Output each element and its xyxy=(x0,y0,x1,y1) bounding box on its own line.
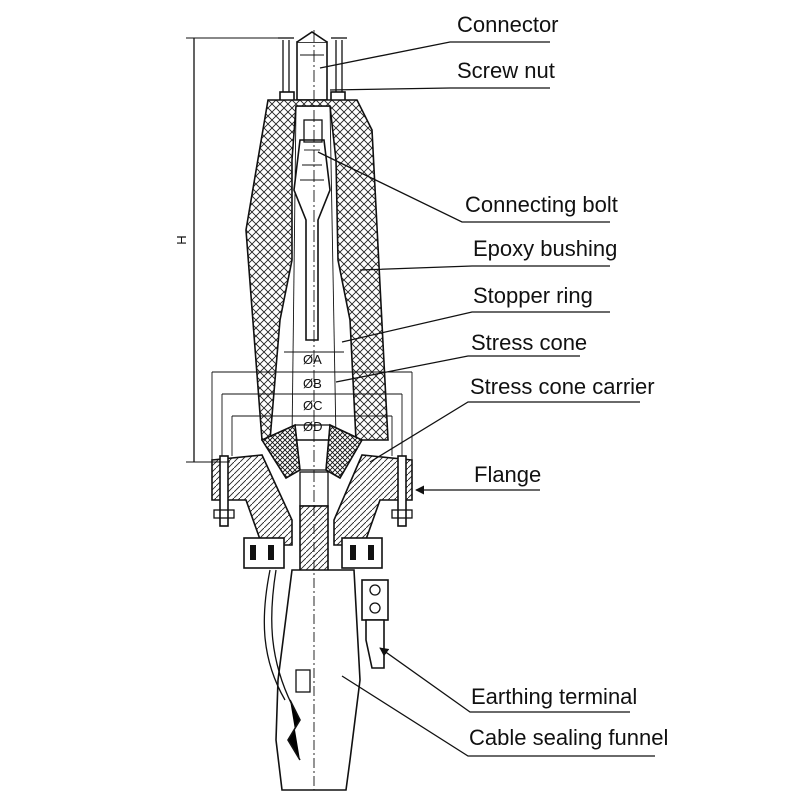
label-epoxy-bushing: Epoxy bushing xyxy=(473,236,617,261)
dim-height: H xyxy=(174,235,189,244)
cable-sealing-funnel-part xyxy=(275,506,361,791)
dim-dia-a: ØA xyxy=(303,352,322,367)
stress-cone-part xyxy=(260,423,364,480)
label-stress-cone-carrier: Stress cone carrier xyxy=(470,374,655,399)
dim-dia-d: ØD xyxy=(303,419,323,434)
drawing-body xyxy=(211,30,413,791)
label-screw-nut: Screw nut xyxy=(457,58,555,83)
bore-lines xyxy=(291,105,337,441)
label-stopper-ring: Stopper ring xyxy=(473,283,593,308)
label-connecting-bolt: Connecting bolt xyxy=(465,192,618,217)
flange-part xyxy=(211,454,413,546)
label-cable-sealing-funnel: Cable sealing funnel xyxy=(469,725,668,750)
dim-dia-c: ØC xyxy=(303,398,323,413)
dim-dia-b: ØB xyxy=(303,376,322,391)
label-flange: Flange xyxy=(474,462,541,487)
labels: Connector Screw nut Connecting bolt Epox… xyxy=(457,12,668,750)
leader-lines xyxy=(317,41,655,757)
connecting-bolt-part xyxy=(293,119,331,341)
earthing-terminal-part xyxy=(361,579,389,669)
label-earthing-terminal: Earthing terminal xyxy=(471,684,637,709)
label-connector: Connector xyxy=(457,12,559,37)
label-stress-cone: Stress cone xyxy=(471,330,587,355)
clamp-rings xyxy=(243,537,383,569)
dimension-lines: H ØA ØB ØC ØD xyxy=(174,37,413,463)
earth-wire xyxy=(263,569,293,706)
